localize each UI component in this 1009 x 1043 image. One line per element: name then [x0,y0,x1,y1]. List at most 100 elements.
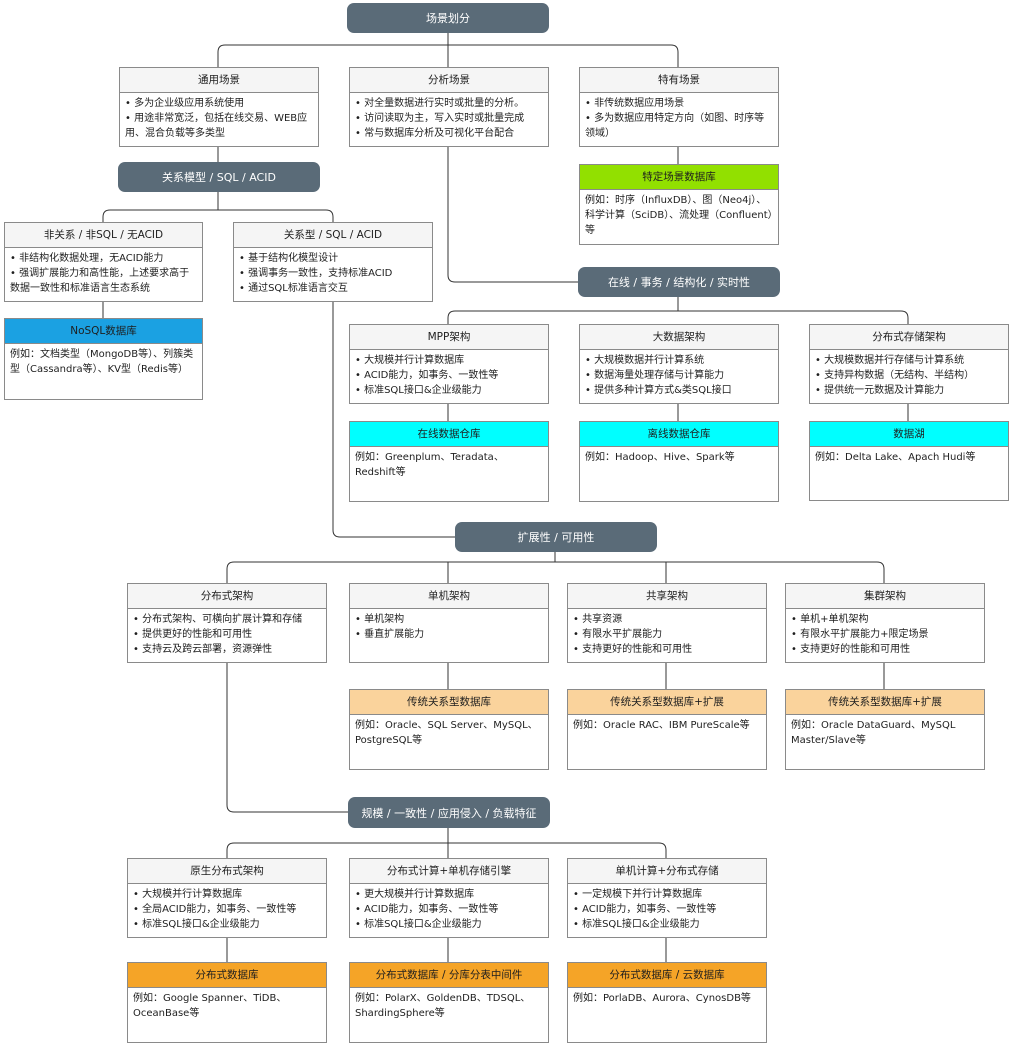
bigdata-arch-card: 大数据架构 大规模数据并行计算系统 数据海量处理存储与计算能力 提供多种计算方式… [579,324,779,404]
bullet-item: ACID能力，如事务、一致性等 [355,368,544,383]
bullet-item: 支持更好的性能和可用性 [573,642,762,657]
bullet-item: 有限水平扩展能力 [573,627,762,642]
card-title: 在线数据仓库 [350,422,548,447]
card-bullets: 单机架构 垂直扩展能力 [350,609,548,644]
bullet-item: 对全量数据进行实时或批量的分析。 [355,96,544,111]
card-title: 分析场景 [350,68,548,93]
card-title: 分布式数据库 [128,963,326,988]
native-dist-arch-card: 原生分布式架构 大规模并行计算数据库 全局ACID能力，如事务、一致性等 标准S… [127,858,327,938]
card-title: 非关系 / 非SQL / 无ACID [5,223,202,248]
card-text: 例如：文档类型（MongoDB等）、列簇类型（Cassandra等）、KV型（R… [10,349,194,375]
card-text: 例如：PorlaDB、Aurora、CynosDB等 [573,993,751,1004]
card-text: 例如：Oracle DataGuard、MySQL Master/Slave等 [791,720,956,746]
bullet-item: 提供更好的性能和可用性 [133,627,322,642]
card-text: 例如：Oracle RAC、IBM PureScale等 [573,720,750,731]
bullet-item: 支持更好的性能和可用性 [791,642,980,657]
bullet-item: 用途非常宽泛，包括在线交易、WEB应用、混合负载等多类型 [125,111,314,141]
card-bullets: 多为企业级应用系统使用 用途非常宽泛，包括在线交易、WEB应用、混合负载等多类型 [120,93,318,143]
mpp-arch-card: MPP架构 大规模并行计算数据库 ACID能力，如事务、一致性等 标准SQL接口… [349,324,549,404]
card-title: 传统关系型数据库+扩展 [568,690,766,715]
online-pill: 在线 / 事务 / 结构化 / 实时性 [578,267,780,297]
bullet-item: 更大规模并行计算数据库 [355,887,544,902]
bullet-item: 提供多种计算方式&类SQL接口 [585,383,774,398]
bullet-item: 非结构化数据处理，无ACID能力 [10,251,198,266]
card-bullets: 非传统数据应用场景 多为数据应用特定方向（如图、时序等领域） [580,93,778,143]
card-title: 原生分布式架构 [128,859,326,884]
bullet-item: 全局ACID能力，如事务、一致性等 [133,902,322,917]
bullet-item: 大规模并行计算数据库 [355,353,544,368]
cloud-db-card: 分布式数据库 / 云数据库 例如：PorlaDB、Aurora、CynosDB等 [567,962,767,1043]
bullet-item: 有限水平扩展能力+限定场景 [791,627,980,642]
card-title: 单机架构 [350,584,548,609]
bullet-item: 大规模数据并行计算系统 [585,353,774,368]
bullet-item: 访问读取为主，写入实时或批量完成 [355,111,544,126]
traditional-cluster-db-card: 传统关系型数据库+扩展 例如：Oracle DataGuard、MySQL Ma… [785,689,985,770]
bullet-item: 多为数据应用特定方向（如图、时序等领域） [585,111,774,141]
cluster-arch-card: 集群架构 单机+单机架构 有限水平扩展能力+限定场景 支持更好的性能和可用性 [785,583,985,663]
card-title: MPP架构 [350,325,548,350]
traditional-db-card: 传统关系型数据库 例如：Oracle、SQL Server、MySQL、Post… [349,689,549,770]
online-dw-card: 在线数据仓库 例如：Greenplum、Teradata、Redshift等 [349,421,549,502]
card-bullets: 非结构化数据处理，无ACID能力 强调扩展能力和高性能，上述要求高于数据一致性和… [5,248,202,298]
bullet-item: 支持异构数据（无结构、半结构） [815,368,1004,383]
bullet-item: 多为企业级应用系统使用 [125,96,314,111]
data-lake-card: 数据湖 例如：Delta Lake、Apach Hudi等 [809,421,1009,501]
card-bullets: 基于结构化模型设计 强调事务一致性，支持标准ACID 通过SQL标准语言交互 [234,248,432,298]
bullet-item: 分布式架构、可横向扩展计算和存储 [133,612,322,627]
bullet-item: 支持云及跨云部署，资源弹性 [133,642,322,657]
single-arch-card: 单机架构 单机架构 垂直扩展能力 [349,583,549,663]
bullet-item: 标准SQL接口&企业级能力 [355,383,544,398]
card-text: 例如：时序（InfluxDB）、图（Neo4j）、科学计算（SciDB）、流处理… [585,195,773,236]
bullet-item: 常与数据库分析及可视化平台配合 [355,126,544,141]
offline-dw-card: 离线数据仓库 例如：Hadoop、Hive、Spark等 [579,421,779,502]
card-bullets: 对全量数据进行实时或批量的分析。 访问读取为主，写入实时或批量完成 常与数据库分… [350,93,548,143]
bullet-item: 标准SQL接口&企业级能力 [355,917,544,932]
nonrelational-card: 非关系 / 非SQL / 无ACID 非结构化数据处理，无ACID能力 强调扩展… [4,222,203,302]
scale-pill: 扩展性 / 可用性 [455,522,657,552]
single-compute-dist-storage-card: 单机计算+分布式存储 一定规模下并行计算数据库 ACID能力，如事务、一致性等 … [567,858,767,938]
card-title: 数据湖 [810,422,1008,447]
bullet-item: ACID能力，如事务、一致性等 [573,902,762,917]
bullet-item: ACID能力，如事务、一致性等 [355,902,544,917]
card-title: 分布式存储架构 [810,325,1008,350]
shared-arch-card: 共享架构 共享资源 有限水平扩展能力 支持更好的性能和可用性 [567,583,767,663]
analysis-scene-card: 分析场景 对全量数据进行实时或批量的分析。 访问读取为主，写入实时或批量完成 常… [349,67,549,147]
card-title: 特定场景数据库 [580,165,778,190]
bullet-item: 提供统一元数据及计算能力 [815,383,1004,398]
relational-card: 关系型 / SQL / ACID 基于结构化模型设计 强调事务一致性，支持标准A… [233,222,433,302]
sharding-middleware-card: 分布式数据库 / 分库分表中间件 例如：PolarX、GoldenDB、TDSQ… [349,962,549,1043]
card-bullets: 大规模并行计算数据库 ACID能力，如事务、一致性等 标准SQL接口&企业级能力 [350,350,548,400]
card-text: 例如：Hadoop、Hive、Spark等 [585,452,735,463]
card-title: 传统关系型数据库 [350,690,548,715]
card-title: 分布式数据库 / 云数据库 [568,963,766,988]
bullet-item: 通过SQL标准语言交互 [239,281,428,296]
card-title: 分布式计算+单机存储引擎 [350,859,548,884]
card-title: 共享架构 [568,584,766,609]
bullet-item: 标准SQL接口&企业级能力 [573,917,762,932]
special-db-card: 特定场景数据库 例如：时序（InfluxDB）、图（Neo4j）、科学计算（Sc… [579,164,779,245]
card-title: 单机计算+分布式存储 [568,859,766,884]
general-scene-card: 通用场景 多为企业级应用系统使用 用途非常宽泛，包括在线交易、WEB应用、混合负… [119,67,319,147]
bullet-item: 强调扩展能力和高性能，上述要求高于数据一致性和标准语言生态系统 [10,266,198,296]
nosql-db-card: NoSQL数据库 例如：文档类型（MongoDB等）、列簇类型（Cassandr… [4,318,203,400]
card-text: 例如：Delta Lake、Apach Hudi等 [815,452,976,463]
card-bullets: 大规模并行计算数据库 全局ACID能力，如事务、一致性等 标准SQL接口&企业级… [128,884,326,934]
card-bullets: 更大规模并行计算数据库 ACID能力，如事务、一致性等 标准SQL接口&企业级能… [350,884,548,934]
card-title: 传统关系型数据库+扩展 [786,690,984,715]
card-title: 关系型 / SQL / ACID [234,223,432,248]
card-bullets: 单机+单机架构 有限水平扩展能力+限定场景 支持更好的性能和可用性 [786,609,984,659]
bullet-item: 标准SQL接口&企业级能力 [133,917,322,932]
bullet-item: 单机+单机架构 [791,612,980,627]
card-text: 例如：Oracle、SQL Server、MySQL、PostgreSQL等 [355,720,538,746]
bullet-item: 共享资源 [573,612,762,627]
card-title: 集群架构 [786,584,984,609]
root-pill: 场景划分 [347,3,549,33]
bullet-item: 基于结构化模型设计 [239,251,428,266]
bullet-item: 一定规模下并行计算数据库 [573,887,762,902]
bullet-item: 垂直扩展能力 [355,627,544,642]
bullet-item: 大规模数据并行存储与计算系统 [815,353,1004,368]
card-bullets: 共享资源 有限水平扩展能力 支持更好的性能和可用性 [568,609,766,659]
card-text: 例如：Greenplum、Teradata、Redshift等 [355,452,504,478]
card-title: 通用场景 [120,68,318,93]
card-title: 分布式架构 [128,584,326,609]
